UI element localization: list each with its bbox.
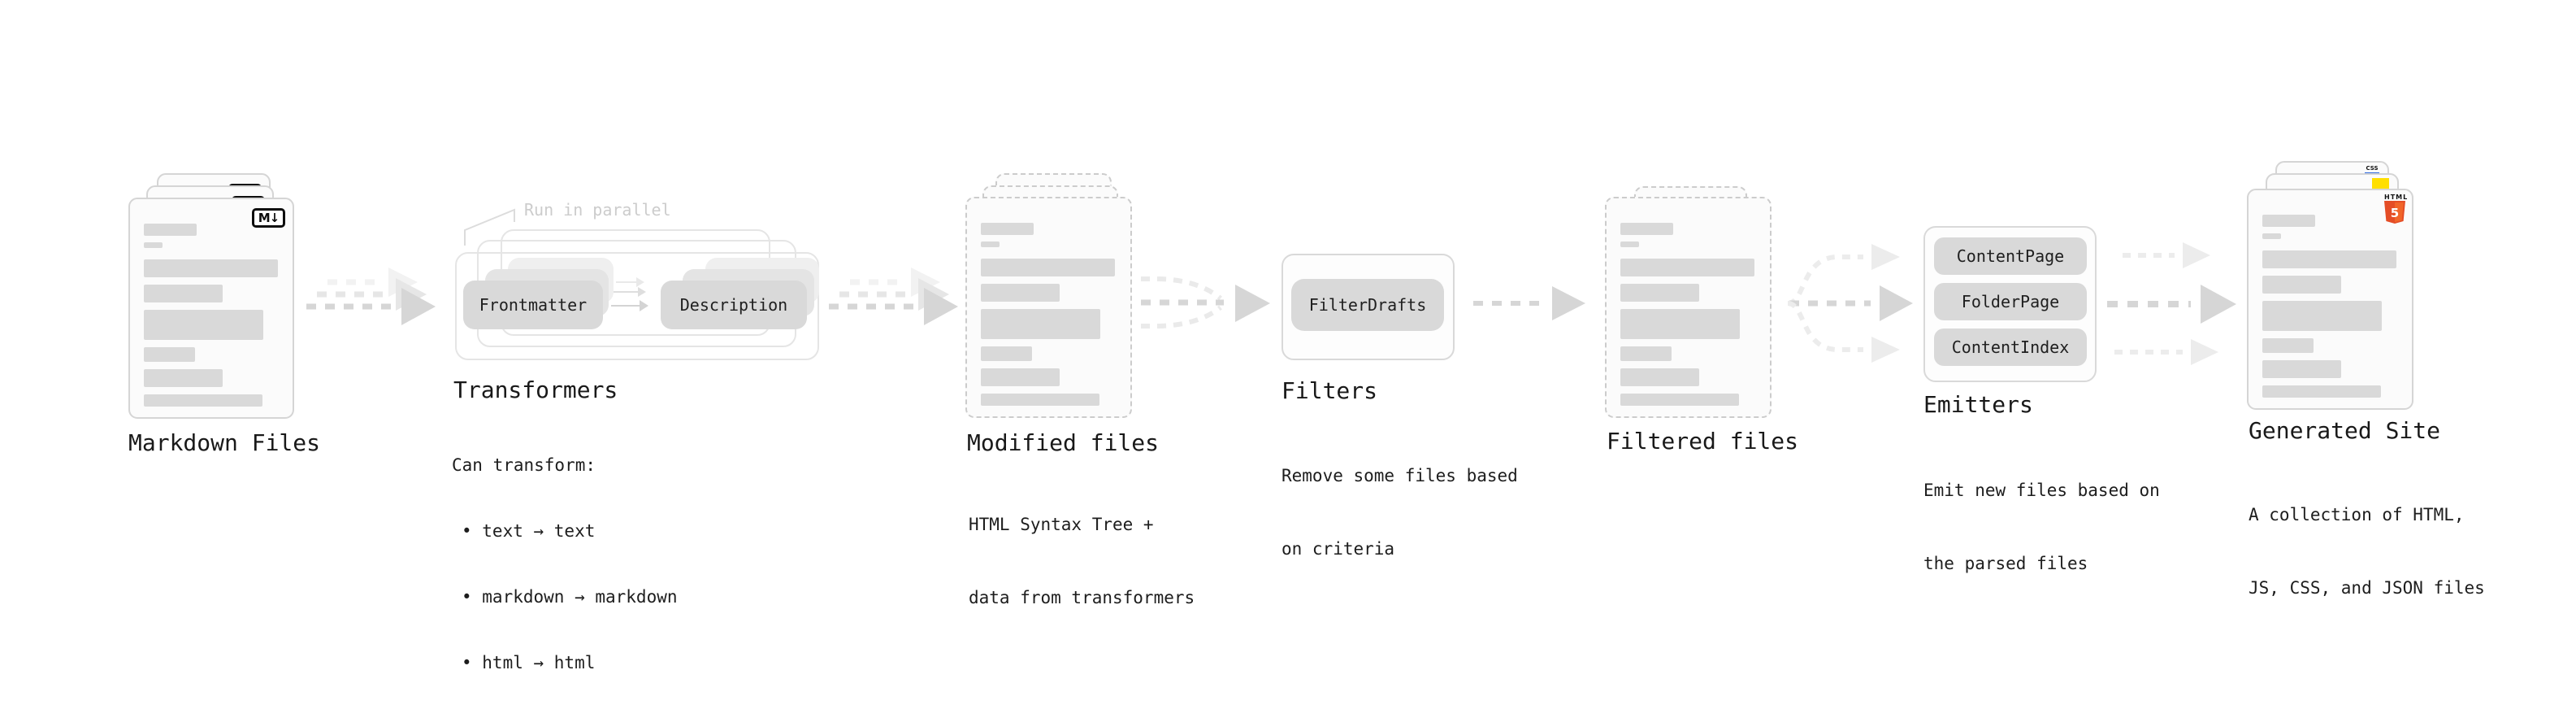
sublabel-line: HTML Syntax Tree +: [969, 515, 1154, 534]
pill-arrows: [611, 277, 648, 311]
generated-site-label: Generated Site: [2249, 417, 2441, 444]
skeleton-bar: [1620, 242, 1639, 247]
sublabel-line: on criteria: [1281, 539, 1395, 559]
modified-files-label: Modified files: [967, 429, 1160, 456]
markdown-icon: M↓: [252, 208, 285, 228]
skeleton-bar: [2262, 250, 2396, 268]
modified-files-sublabel: HTML Syntax Tree + data from transformer…: [969, 463, 1195, 659]
skeleton-bar: [981, 242, 1000, 247]
annotation-callout-line: [464, 208, 515, 246]
html5-icon-text: HTML: [2384, 194, 2409, 201]
filtered-file-card-front: [1605, 197, 1772, 418]
skeleton-bar: [144, 310, 263, 340]
skeleton-bar: [144, 394, 262, 407]
sublabel-line: the parsed files: [1923, 554, 2088, 573]
skeleton-bar: [144, 242, 163, 248]
transformers-label: Transformers: [453, 376, 618, 403]
skeleton-bar: [1620, 259, 1754, 276]
html5-icon: HTML 5: [2384, 194, 2409, 227]
skeleton-bar: [144, 224, 197, 236]
js-icon: [2372, 178, 2389, 189]
arrow-markdown-to-transformers: [306, 268, 436, 325]
skeleton-bar: [144, 259, 278, 277]
generated-file-card-front: HTML 5: [2247, 189, 2413, 410]
html5-shield: 5: [2384, 201, 2405, 224]
skeleton-bar: [1620, 284, 1699, 302]
skeleton-bar: [981, 346, 1032, 361]
skeleton-bar: [1620, 368, 1699, 386]
skeleton-bar: [144, 347, 195, 362]
connector-arrows: [306, 208, 2236, 365]
description-pill: Description: [661, 281, 807, 329]
skeleton-bar: [144, 285, 223, 302]
skeleton-bar: [981, 259, 1115, 276]
skeleton-bar: [981, 394, 1099, 406]
sublabel-line: A collection of HTML,: [2249, 505, 2465, 524]
skeleton-lines: [981, 223, 1115, 406]
filterdrafts-pill: FilterDrafts: [1291, 279, 1444, 331]
sublabel-line: Emit new files based on: [1923, 481, 2160, 500]
sublabel-line: data from transformers: [969, 588, 1195, 607]
folderpage-pill: FolderPage: [1934, 283, 2087, 320]
emitters-sublabel: Emit new files based on the parsed files: [1923, 429, 2160, 624]
can-transform-heading: Can transform:: [452, 455, 596, 475]
arrow-filtered-to-emitters: [1787, 244, 1913, 363]
contentpage-pill: ContentPage: [1934, 237, 2087, 275]
run-in-parallel-annotation: Run in parallel: [524, 200, 671, 220]
generated-site-sublabel: A collection of HTML, JS, CSS, and JSON …: [2249, 454, 2485, 649]
skeleton-lines: [2262, 215, 2396, 398]
skeleton-bar: [981, 368, 1060, 386]
skeleton-lines: [144, 224, 278, 407]
arrow-modified-to-filters: [1141, 276, 1270, 329]
transform-bullet: • markdown → markdown: [462, 587, 678, 607]
skeleton-bar: [1620, 223, 1673, 235]
skeleton-bar: [1620, 309, 1740, 339]
skeleton-bar: [981, 223, 1034, 235]
filters-label: Filters: [1281, 377, 1378, 404]
transform-bullet: • text → text: [462, 521, 596, 541]
sublabel-line: Remove some files based: [1281, 466, 1518, 485]
skeleton-bar: [2262, 385, 2381, 398]
skeleton-bar: [2262, 360, 2341, 378]
skeleton-bar: [144, 369, 223, 387]
skeleton-bar: [981, 309, 1100, 339]
frontmatter-pill: Frontmatter: [463, 281, 603, 329]
skeleton-bar: [2262, 276, 2341, 294]
skeleton-lines: [1620, 223, 1754, 406]
skeleton-bar: [981, 284, 1060, 302]
svg-text:5: 5: [2391, 206, 2399, 220]
arrow-filters-to-filtered: [1473, 286, 1585, 320]
skeleton-bar: [1620, 346, 1672, 361]
skeleton-bar: [1620, 394, 1739, 406]
skeleton-bar: [2262, 233, 2281, 239]
css-icon-text: CSS: [2366, 165, 2379, 172]
transformers-description: Can transform: • text → text • markdown …: [452, 411, 678, 718]
filtered-files-label: Filtered files: [1607, 428, 1799, 455]
transform-bullet: • html → html: [462, 653, 596, 672]
skeleton-bar: [2262, 301, 2382, 331]
sublabel-line: JS, CSS, and JSON files: [2249, 578, 2485, 598]
arrow-emitters-to-generated: [2107, 242, 2236, 365]
markdown-file-card-front: M↓: [128, 198, 294, 419]
contentindex-pill: ContentIndex: [1934, 329, 2087, 366]
transformer-container-front: [455, 252, 819, 360]
skeleton-bar: [2262, 215, 2315, 227]
emitters-label: Emitters: [1923, 391, 2033, 418]
skeleton-bar: [2262, 338, 2314, 353]
modified-file-card-front: [965, 197, 1132, 418]
arrow-transformers-to-modified: [829, 268, 958, 325]
markdown-files-label: Markdown Files: [128, 429, 321, 456]
filters-sublabel: Remove some files based on criteria: [1281, 415, 1518, 610]
